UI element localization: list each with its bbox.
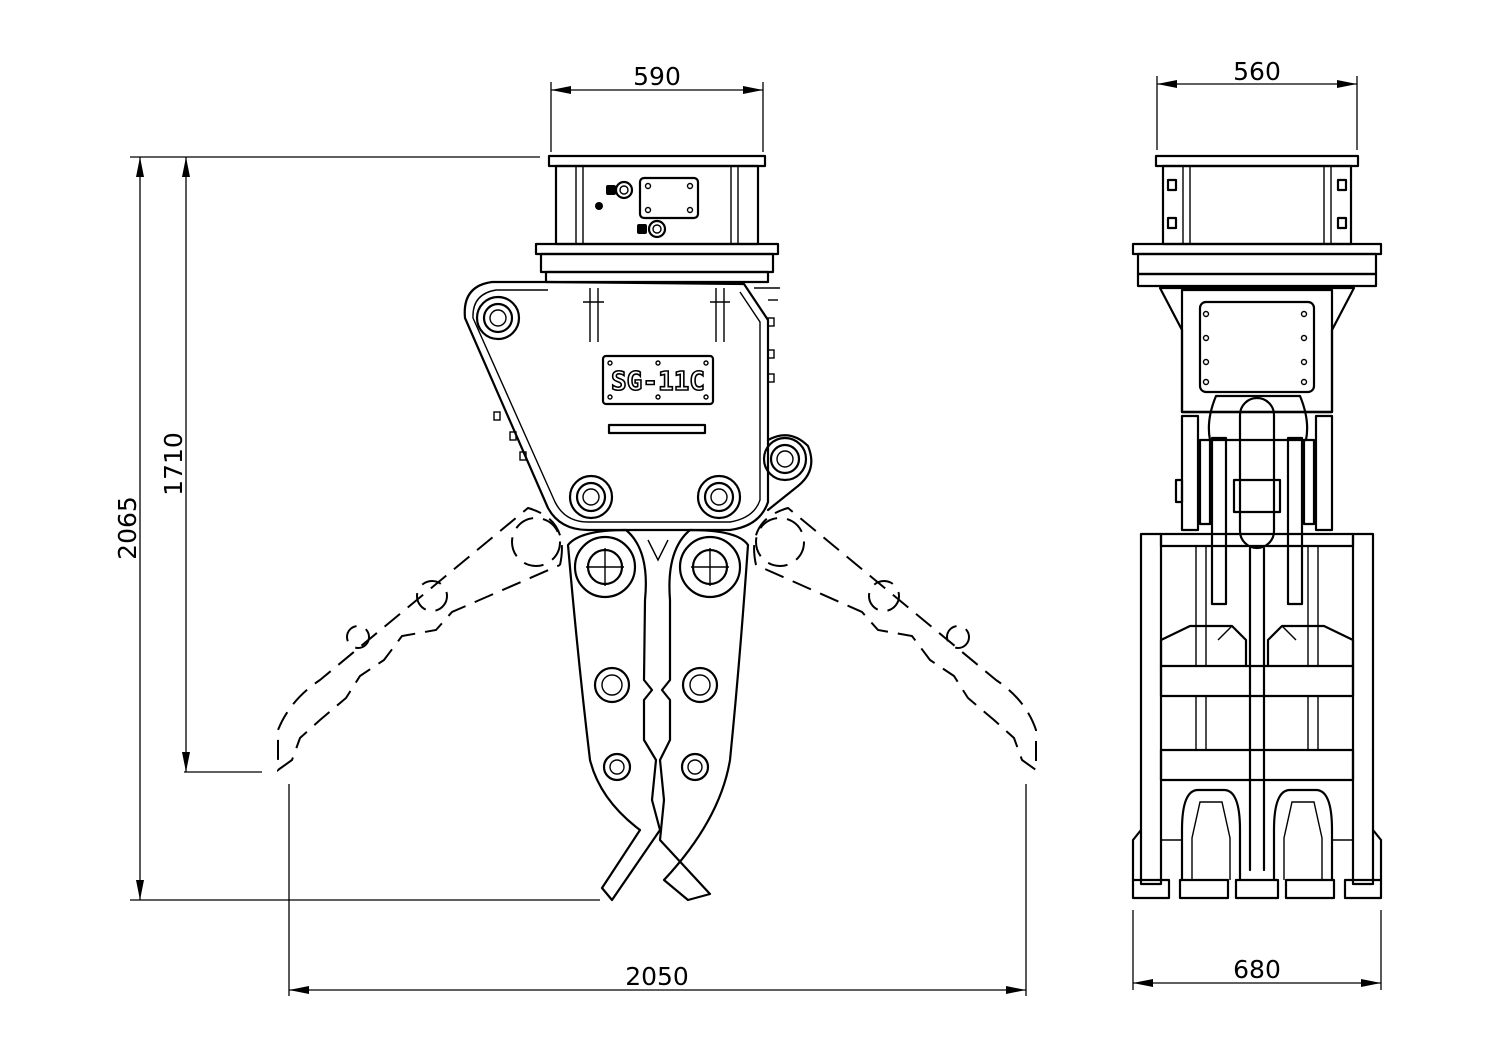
hydraulic-port-plate [595,176,700,239]
open-tine-right [753,506,1037,772]
dimension-overall-height: 2065 [113,156,600,901]
dim-2050-label: 2050 [625,962,689,991]
main-body [463,280,780,532]
dimension-open-width: 2050 [288,784,1027,996]
front-grapple-frame [1139,532,1375,886]
dim-590-label: 590 [633,62,681,91]
front-tine-teeth [1131,788,1383,900]
front-cylinder-linkage [1198,394,1316,872]
front-body [1158,286,1356,532]
side-view: SG-11C [277,154,1037,902]
dimension-top-front: 560 [1156,57,1358,150]
pivot-nut-top-left [475,295,521,341]
front-top-mount [1131,154,1383,288]
model-label-text: SG-11C [611,367,705,397]
pivot-nut-left [568,474,614,520]
open-tine-left [277,506,563,772]
dimension-top-side: 590 [550,62,764,152]
top-mount-bracket [534,154,780,284]
dim-1710-label: 1710 [159,432,188,496]
pivot-nut-top-right [762,436,808,482]
front-view [1131,154,1383,900]
closed-tine-right [658,528,750,902]
name-strip [607,423,707,435]
dimension-bottom-front: 680 [1132,910,1382,990]
dim-680-label: 680 [1233,955,1281,984]
dim-560-label: 560 [1233,57,1281,86]
dim-2065-label: 2065 [113,496,142,560]
dimension-open-height: 1710 [159,157,262,773]
model-label-plate: SG-11C [601,354,715,406]
closed-tine-left [566,528,662,902]
pivot-nut-right [696,474,742,520]
